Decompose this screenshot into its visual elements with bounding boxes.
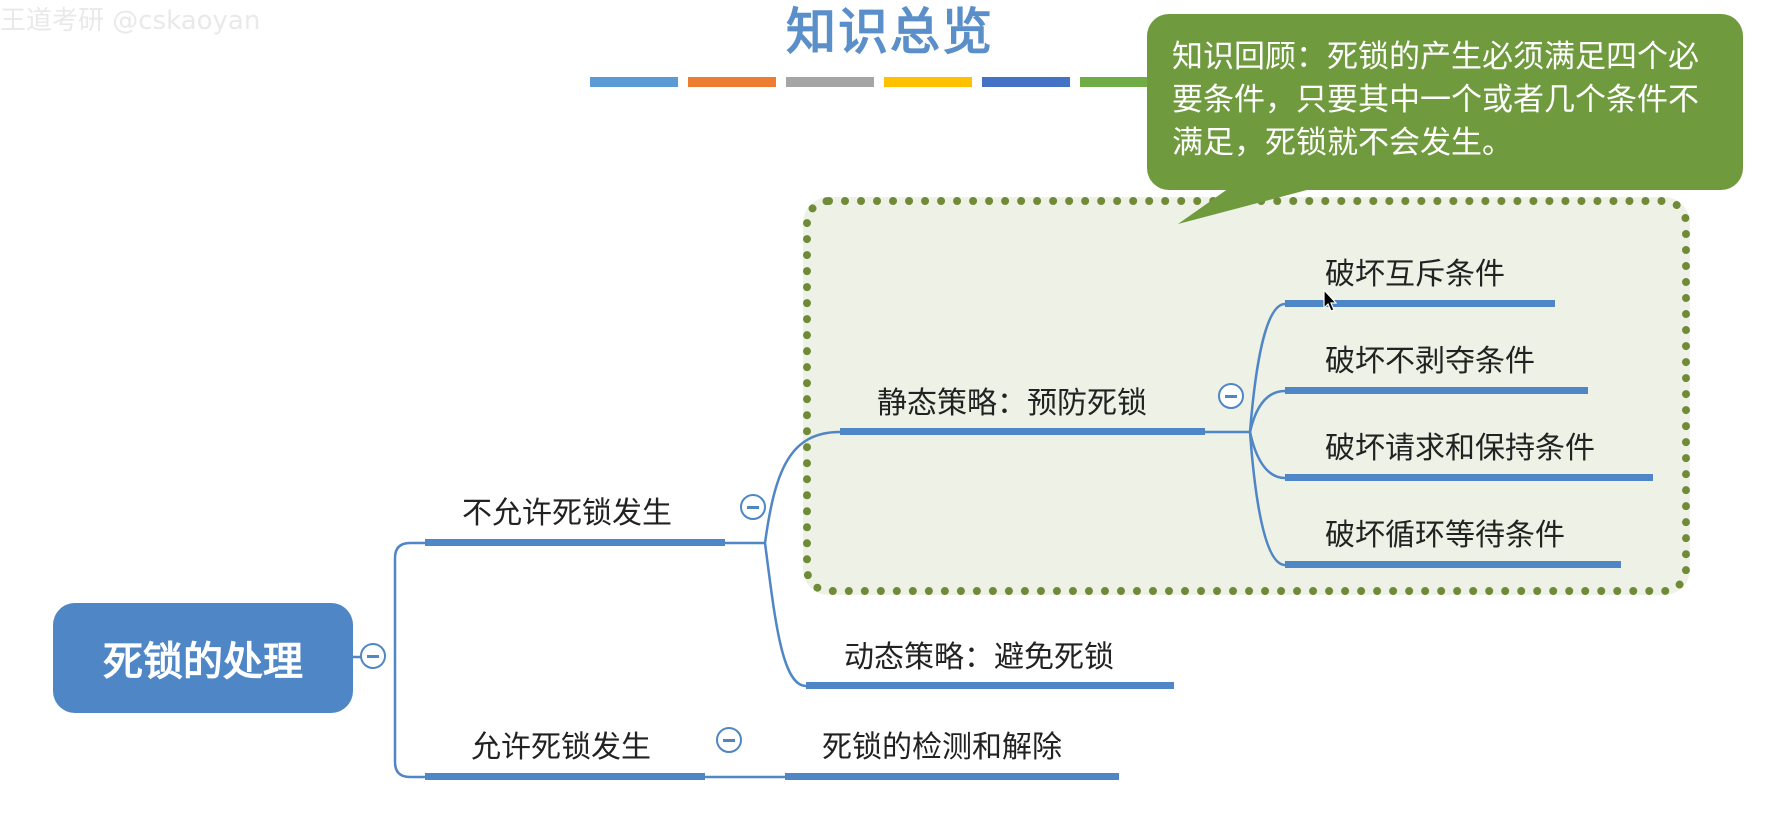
node-break-no-preemption-underline — [1285, 387, 1588, 394]
node-disallow-deadlock-underline — [425, 539, 725, 546]
node-break-hold-and-wait-underline — [1285, 474, 1653, 481]
mouse-cursor-icon — [1323, 289, 1337, 312]
node-break-mutual-exclusion[interactable]: 破坏互斥条件 — [1325, 257, 1505, 292]
node-break-circular-wait[interactable]: 破坏循环等待条件 — [1325, 518, 1565, 553]
node-allow-deadlock-underline — [425, 773, 705, 780]
collapse-disallow-icon[interactable] — [740, 494, 766, 520]
node-break-hold-and-wait[interactable]: 破坏请求和保持条件 — [1325, 431, 1595, 466]
watermark: 王道考研 @cskaoyan — [0, 6, 261, 36]
collapse-allow-icon[interactable] — [716, 727, 742, 753]
node-dynamic-strategy[interactable]: 动态策略：避免死锁 — [844, 640, 1114, 675]
collapse-static-icon[interactable] — [1218, 383, 1244, 409]
node-dynamic-strategy-underline — [806, 682, 1174, 689]
root-node-label: 死锁的处理 — [103, 639, 303, 685]
node-break-no-preemption[interactable]: 破坏不剥夺条件 — [1325, 344, 1535, 379]
color-bar-5 — [982, 77, 1070, 87]
node-break-mutual-exclusion-underline — [1285, 300, 1555, 307]
collapse-root-icon[interactable] — [360, 643, 386, 669]
color-bar-2 — [688, 77, 776, 87]
color-bar-1 — [590, 77, 678, 87]
callout-text: 知识回顾：死锁的产生必须满足四个必要条件，只要其中一个或者几个条件不满足，死锁就… — [1172, 39, 1699, 161]
color-bar-3 — [786, 77, 874, 87]
node-allow-deadlock[interactable]: 允许死锁发生 — [471, 730, 651, 765]
node-detect-and-recover[interactable]: 死锁的检测和解除 — [822, 730, 1062, 765]
node-detect-and-recover-underline — [785, 773, 1119, 780]
root-node-deadlock-handling[interactable]: 死锁的处理 — [53, 603, 353, 713]
color-bar-6 — [1080, 77, 1168, 87]
node-disallow-deadlock[interactable]: 不允许死锁发生 — [462, 496, 672, 531]
node-break-circular-wait-underline — [1285, 561, 1621, 568]
knowledge-review-callout: 知识回顾：死锁的产生必须满足四个必要条件，只要其中一个或者几个条件不满足，死锁就… — [1147, 14, 1743, 190]
page-title: 知识总览 — [786, 3, 994, 61]
color-bar-4 — [884, 77, 972, 87]
node-static-strategy-underline — [840, 428, 1205, 435]
node-static-strategy[interactable]: 静态策略：预防死锁 — [877, 386, 1147, 421]
